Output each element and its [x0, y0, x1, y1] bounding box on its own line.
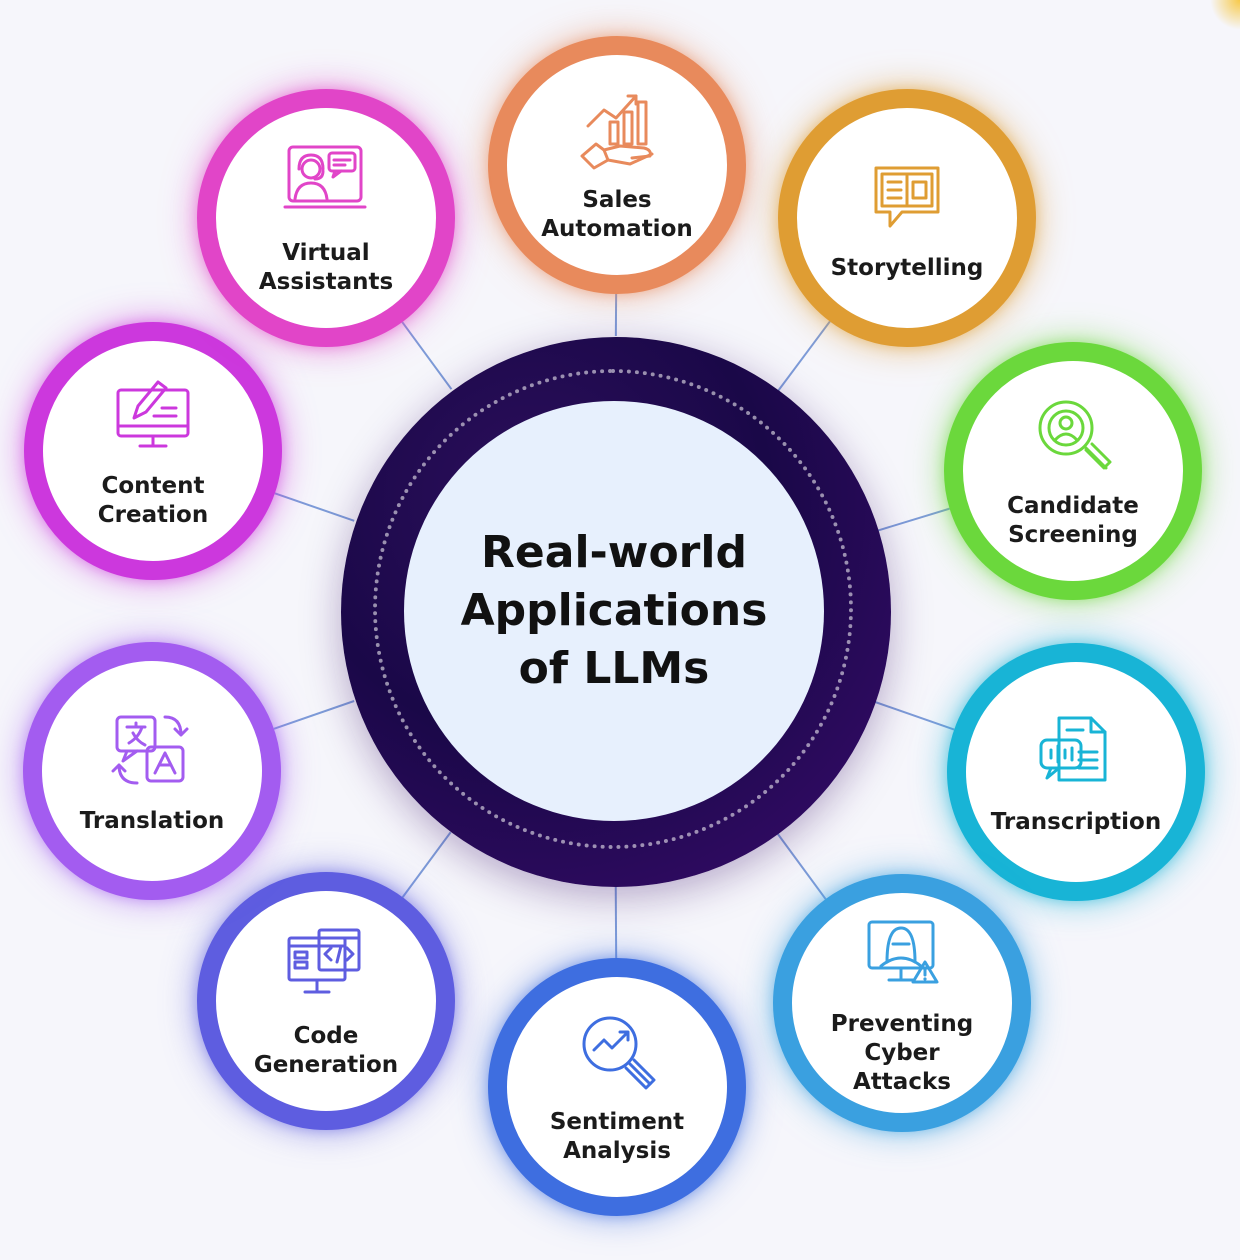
node-code-generation: Code Generation: [197, 872, 455, 1130]
node-sentiment-analysis: Sentiment Analysis: [488, 958, 746, 1216]
node-translation: Translation: [23, 642, 281, 900]
hub-dotted-ring: [373, 369, 853, 849]
growth-chart-hand-icon: [574, 86, 660, 172]
node-sales-automation: Sales Automation: [488, 36, 746, 294]
connector-transcription: [873, 700, 955, 731]
node-label-sales-automation: Sales Automation: [541, 187, 693, 242]
connector-translation: [273, 700, 355, 730]
node-label-translation: Translation: [79, 807, 225, 834]
node-label-content-creation: Content Creation: [97, 473, 209, 528]
magnifier-trend-icon: [574, 1008, 660, 1094]
node-label-sentiment-analysis: Sentiment Analysis: [549, 1109, 685, 1164]
connector-candidate-screening: [876, 507, 950, 532]
node-label-code-generation: Code Generation: [253, 1023, 399, 1078]
node-storytelling: Storytelling: [778, 89, 1036, 347]
connector-storytelling: [777, 320, 831, 392]
node-label-storytelling: Storytelling: [830, 254, 984, 281]
connector-content-creation: [274, 492, 355, 522]
node-content-creation: Content Creation: [24, 322, 282, 580]
node-preventing-cyber-attacks: Preventing Cyber Attacks: [773, 874, 1031, 1132]
hub-center: Real-world Applications of LLMs: [404, 401, 824, 821]
node-label-transcription: Transcription: [990, 808, 1162, 835]
hub-title: Real-world Applications of LLMs: [460, 527, 768, 694]
node-transcription: Transcription: [947, 643, 1205, 901]
node-candidate-screening: Candidate Screening: [944, 342, 1202, 600]
connector-virtual-assistants: [401, 321, 453, 390]
translate-icon: [109, 707, 195, 793]
code-window-icon: [283, 922, 369, 1008]
magnifier-person-icon: [1030, 392, 1116, 478]
support-agent-icon: [283, 139, 369, 225]
book-speech-icon: [864, 154, 950, 240]
node-virtual-assistants: Virtual Assistants: [197, 89, 455, 347]
node-label-preventing-cyber-attacks: Preventing Cyber Attacks: [830, 1010, 974, 1095]
connector-code-generation: [401, 831, 452, 898]
document-audio-icon: [1033, 708, 1119, 794]
node-label-candidate-screening: Candidate Screening: [1007, 493, 1139, 548]
connector-preventing-cyber-attacks: [776, 832, 827, 900]
monitor-pen-icon: [110, 372, 196, 458]
hacker-monitor-icon: [859, 910, 945, 996]
node-label-virtual-assistants: Virtual Assistants: [258, 240, 394, 295]
